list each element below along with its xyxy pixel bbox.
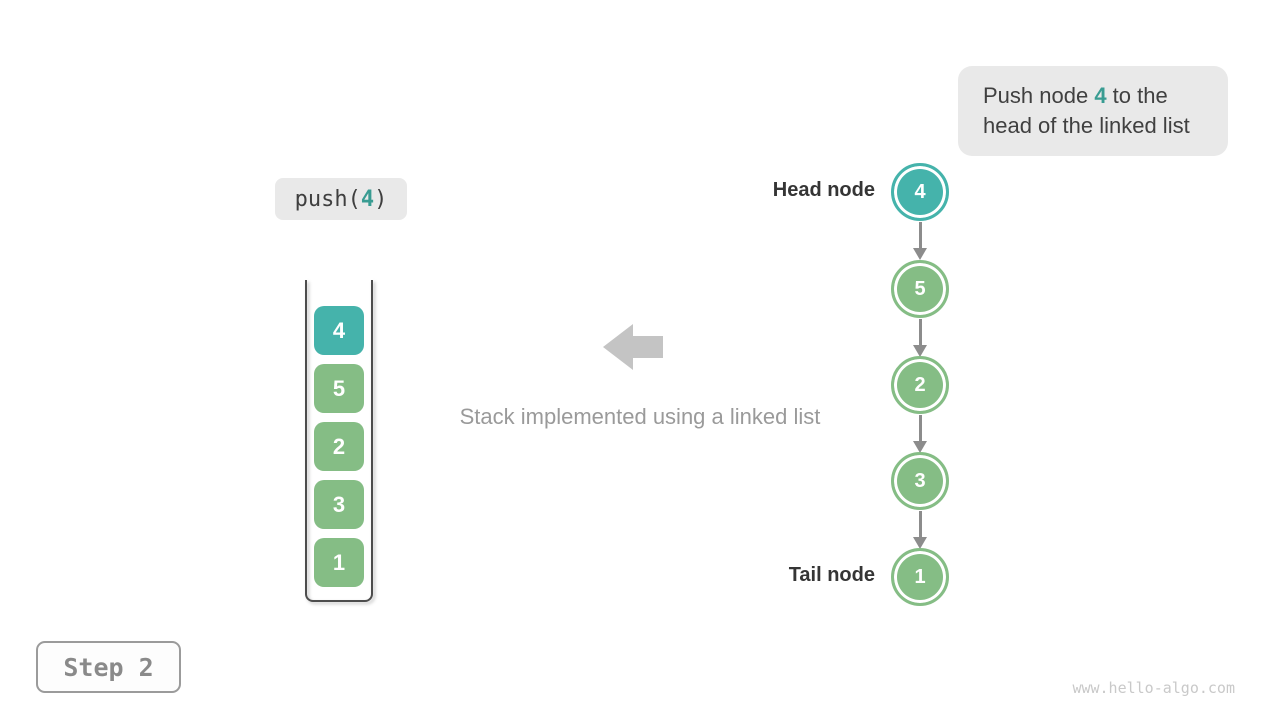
arrow-shaft [918,511,922,538]
arrow-tip [913,537,927,549]
down-arrow-icon [913,319,927,357]
callout-text-after: to the head of the linked list [983,83,1190,138]
list-node: 5 [891,260,949,318]
callout-highlight-value: 4 [1094,83,1107,108]
list-node: 3 [891,452,949,510]
tail-node-label: Tail node [788,564,875,586]
push-operation-badge: push(4) [275,178,407,220]
arrow-tip [913,248,927,260]
stack-item: 2 [314,422,364,471]
stack-item: 3 [314,480,364,529]
stack-items-group: 4 5 2 3 1 [307,306,371,587]
watermark: www.hello-algo.com [1072,679,1235,697]
arrow-tip [913,441,927,453]
stack-item-new: 4 [314,306,364,355]
operation-text-before: push( [294,186,361,212]
operation-highlight-value: 4 [360,186,375,212]
callout-push-description: Push node 4 to the head of the linked li… [958,66,1228,156]
down-arrow-icon [913,511,927,549]
stack-item: 5 [314,364,364,413]
step-badge: Step 2 [36,641,181,693]
down-arrow-icon [913,222,927,260]
stack-item: 1 [314,538,364,587]
arrow-shaft [918,222,922,249]
list-node: 2 [891,356,949,414]
callout-text-before: Push node [983,83,1095,108]
arrow-tip [913,345,927,357]
operation-text-after: ) [374,186,388,212]
arrow-shaft [918,319,922,346]
list-node-tail: 1 [891,548,949,606]
stack-container [305,280,373,602]
head-node-label: Head node [772,179,875,201]
list-node-head: 4 [891,163,949,221]
down-arrow-icon [913,415,927,453]
arrow-shaft [918,415,922,442]
diagram-caption: Stack implemented using a linked list [459,404,821,429]
left-block-arrow-icon [603,324,663,370]
